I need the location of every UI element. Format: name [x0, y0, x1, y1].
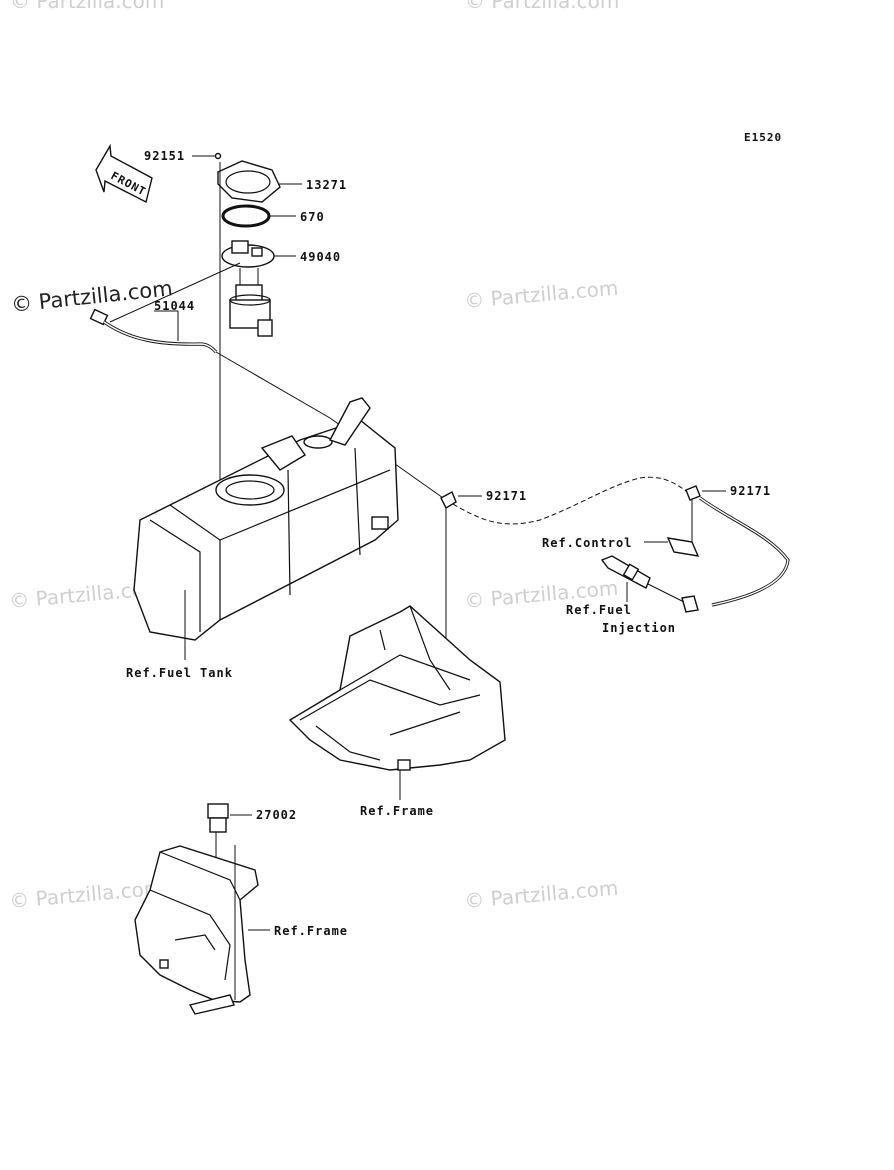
fuel-pump-49040 [221, 240, 296, 337]
ref-fuel-line2: Injection [602, 621, 676, 635]
ref-frame-mid: Ref.Frame [360, 804, 434, 818]
plate-13271 [217, 160, 302, 203]
ref-frame-low: Ref.Frame [274, 924, 348, 938]
hose-route-dashed [445, 476, 693, 525]
screw-92151 [192, 152, 222, 160]
ref-fuel-tank: Ref.Fuel Tank [126, 666, 233, 680]
control-bracket [644, 537, 700, 557]
clamp-92171-right [685, 485, 790, 607]
ref-control: Ref.Control [542, 536, 632, 550]
o-ring-670 [221, 204, 296, 228]
diagram-code: E1520 [744, 131, 782, 144]
frame-low [134, 845, 270, 1015]
part-label-670: 670 [300, 210, 325, 224]
watermark-main: © Partzilla.com [10, 276, 174, 317]
hose-51044 [89, 262, 241, 354]
watermark: © Partzilla.com [463, 276, 619, 313]
ref-fuel-line1: Ref.Fuel [566, 603, 632, 617]
part-label-13271: 13271 [306, 178, 347, 192]
part-label-92151: 92151 [144, 149, 185, 163]
watermark: © Partzilla.com [465, 0, 619, 13]
part-label-27002: 27002 [256, 808, 297, 822]
fuel-tank [133, 397, 399, 660]
hose-route [215, 351, 447, 501]
fuel-injection-rail [600, 555, 699, 613]
relay-27002 [207, 803, 252, 880]
watermark: © Partzilla.com [463, 876, 619, 913]
part-label-49040: 49040 [300, 250, 341, 264]
part-label-51044: 51044 [154, 299, 195, 313]
watermark: © Partzilla.com [10, 0, 164, 13]
part-label-92171-right: 92171 [730, 484, 771, 498]
part-label-92171-center: 92171 [486, 489, 527, 503]
frame-mid [288, 605, 506, 800]
